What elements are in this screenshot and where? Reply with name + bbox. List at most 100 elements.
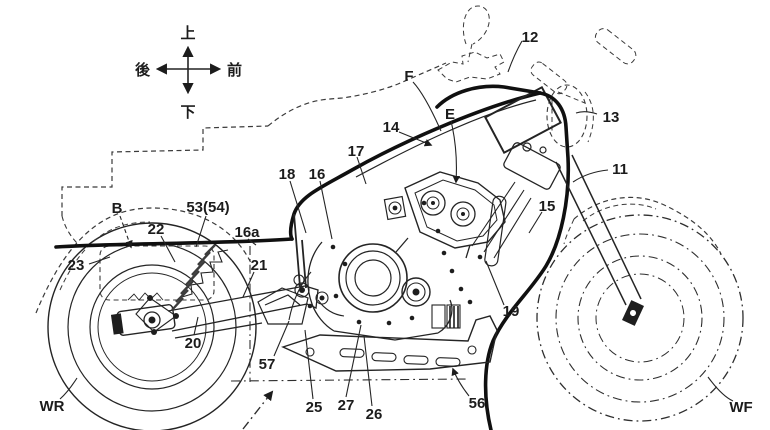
handlebar-lever-outline [437,51,505,83]
compass-rear-label: 後 [134,61,151,79]
cam-sprocket-2 [450,201,476,227]
label-18: 18 [279,166,296,183]
leader-21 [242,271,255,298]
handlebar-end-outline [594,28,637,65]
front-axle [622,300,644,326]
label-E: E [445,106,455,123]
shift-shaft [315,291,329,305]
front-fender-inner-line [582,203,657,222]
rear-axle-hub [143,311,161,329]
label-F: F [404,68,413,85]
shock-spring-hatching [171,244,216,311]
leader-56 [451,367,470,397]
leader-25 [304,329,314,400]
mirror-outline [462,5,490,63]
leader-27 [345,324,362,398]
leader-B [119,215,133,249]
leader-22 [160,235,176,263]
label-13: 13 [603,109,620,126]
label-17: 17 [348,143,365,160]
front-fork [503,142,642,306]
pedal-lever-line [288,271,345,321]
triple-clamp [503,142,561,190]
leader-26 [363,335,373,407]
skid-plate [281,315,498,372]
label-22: 22 [148,221,165,238]
headlight-outline [546,84,588,148]
leader-18 [289,180,307,234]
view-direction-arrow [242,390,274,430]
swingarm [167,285,319,339]
label-11: 11 [612,161,628,178]
steering-head-tube [484,85,562,155]
leader-14 [398,131,433,147]
leader-19 [485,260,505,306]
label-19: 19 [503,303,520,320]
label-14: 14 [383,119,400,136]
brake-pedal-pivot [294,282,310,298]
wire-harness-route [435,84,571,430]
label-WF: WF [729,399,752,416]
frame [54,85,562,289]
steering-head-bolt-2 [539,146,547,154]
leader-WF [707,376,734,402]
compass-front-label: 前 [227,61,242,79]
oil-filter-cover [401,277,431,307]
leader-F [412,81,442,132]
leader-11 [572,169,609,183]
cylinder-head-inner [414,179,498,242]
leader-15 [528,211,543,234]
leader-16 [319,180,333,240]
finned-block [431,304,461,329]
rear-wheel [47,222,257,430]
leader-53-54 [195,215,207,248]
skid-plate-slots [339,348,461,367]
bolt-dots [307,200,483,326]
storage-box-outline [99,245,215,301]
shock-spring-coil [181,249,229,298]
steering-head-bolt [522,142,532,152]
rear-rack-lower-edge [61,215,79,245]
leader-13 [575,111,598,115]
label-15: 15 [539,198,556,215]
handlebar-stub-line [557,91,586,104]
leader-16a [247,238,257,246]
phantom-bodywork [35,5,722,314]
leader-12 [507,40,523,73]
leader-20 [193,316,199,336]
leader-17 [356,156,367,185]
label-53-54: 53(54) [186,199,229,216]
label-57: 57 [259,356,276,373]
label-26: 26 [366,406,383,423]
leader-57 [273,320,290,357]
compass-down-label: 下 [180,103,195,121]
label-21: 21 [251,257,268,274]
front-fender-outline [573,196,722,255]
label-12: 12 [522,29,539,46]
label-B: B [112,200,123,217]
rear-suspension [110,244,319,339]
rear-rack-outline [61,125,269,216]
label-20: 20 [185,335,202,352]
cam-sprocket-1 [420,190,446,216]
rear-fender-outline [35,207,252,314]
main-frame-tube [288,91,542,241]
label-16: 16 [309,166,326,183]
reference-labels: 12 13 11 F E 14 17 18 16 15 B 53(54) 22 … [40,29,753,423]
intake-duct-lines [471,181,532,259]
front-fender-tail [563,218,575,245]
rear-fender-inner-line [59,221,151,291]
frame-downtube [484,195,507,267]
leader-lines [59,40,734,407]
sprocket-detail [127,292,164,301]
front-wheel [536,214,744,422]
clutch-cover [338,243,408,313]
label-25: 25 [306,399,323,416]
leader-23 [88,256,111,265]
leader-E [450,120,461,184]
label-16a: 16a [234,224,260,241]
direction-compass: 上 下 後 前 [134,24,242,121]
label-23: 23 [68,257,85,274]
